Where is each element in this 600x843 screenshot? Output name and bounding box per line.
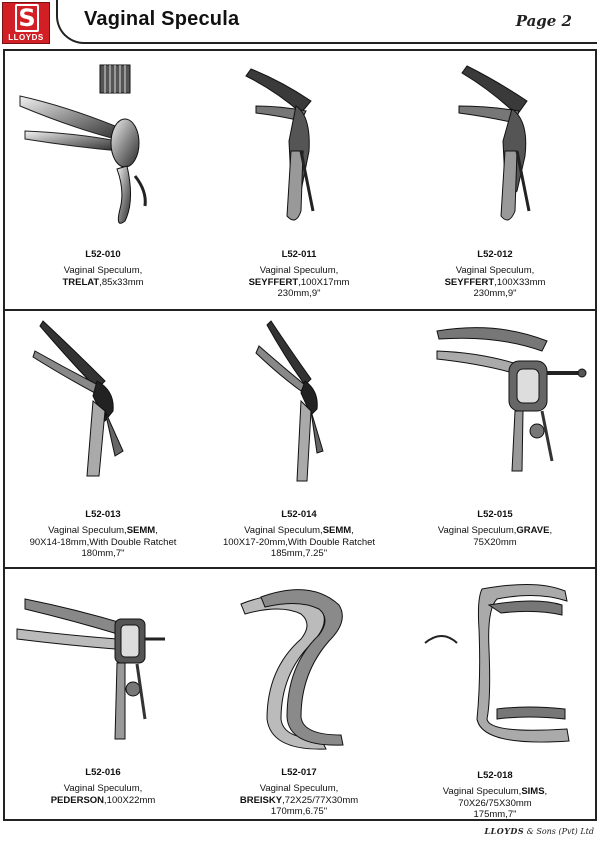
desc-line: SEYFFERT,100X33mm <box>397 277 593 289</box>
desc-line: Vaginal Speculum,SEMM, <box>201 525 397 537</box>
desc-line: 70X26/75X30mm <box>458 797 532 809</box>
desc-text: Vaginal Speculum, <box>442 786 522 797</box>
desc-line: 230mm,9" <box>277 288 321 299</box>
product-description: Vaginal Speculum, BREISKY,72X25/77X30mm … <box>201 783 397 818</box>
footer-brand: LLOYDS <box>484 826 525 836</box>
product-description: Vaginal Speculum,SEMM, 100X17-20mm,With … <box>201 525 397 560</box>
product-code: L52-018 <box>477 770 513 781</box>
product-spec: ,100X22mm <box>104 794 156 806</box>
product-name: SEMM <box>322 525 352 536</box>
product-code: L52-015 <box>477 509 513 520</box>
desc-line: Vaginal Speculum, <box>455 265 535 276</box>
seyffert-speculum-icon <box>201 51 397 241</box>
desc-line: Vaginal Speculum, <box>259 783 339 794</box>
desc-line: Vaginal Speculum, <box>63 783 143 794</box>
product-name: PEDERSON <box>50 794 105 806</box>
desc-line: 75X20mm <box>473 536 517 548</box>
product-description: Vaginal Speculum, PEDERSON,100X22mm <box>5 783 201 806</box>
desc-text: Vaginal Speculum, <box>244 525 323 536</box>
product-description: Vaginal Speculum,GRAVE, 75X20mm <box>397 525 593 548</box>
product-name: TRELAT <box>62 276 100 288</box>
product-spec: ,100X33mm <box>494 276 546 288</box>
product-name: BREISKY <box>239 794 283 806</box>
sims-speculum-icon <box>397 569 593 759</box>
product-card-l52-015[interactable]: L52-015 Vaginal Speculum,GRAVE, 75X20mm <box>397 311 593 566</box>
desc-line: Vaginal Speculum, <box>259 265 339 276</box>
semm-speculum-icon <box>5 311 201 501</box>
title-tab <box>56 0 597 44</box>
page-title: Vaginal Specula <box>84 8 240 30</box>
product-description: Vaginal Speculum,SEMM, 90X14-18mm,With D… <box>5 525 201 560</box>
trelat-speculum-icon <box>5 51 201 241</box>
desc-text: Vaginal Speculum, <box>437 525 517 536</box>
desc-line: BREISKY,72X25/77X30mm <box>201 795 397 807</box>
desc-text: , <box>351 525 354 536</box>
product-description: Vaginal Speculum, SEYFFERT,100X17mm 230m… <box>201 265 397 300</box>
product-code: L52-013 <box>85 509 121 520</box>
pederson-speculum-icon <box>5 569 201 759</box>
desc-line: Vaginal Speculum, <box>63 265 143 276</box>
desc-line: TRELAT,85x33mm <box>5 277 201 289</box>
product-name: SEYFFERT <box>248 276 299 288</box>
product-code: L52-014 <box>281 509 317 520</box>
page-header: S LLOYDS Vaginal Specula Page 2 <box>0 0 600 48</box>
product-code: L52-012 <box>477 249 513 260</box>
row-divider <box>5 309 595 311</box>
product-card-l52-011[interactable]: L52-011 Vaginal Speculum, SEYFFERT,100X1… <box>201 51 397 306</box>
seyffert-speculum-wide-icon <box>397 51 593 241</box>
product-code: L52-010 <box>85 249 121 260</box>
product-card-l52-018[interactable]: L52-018 Vaginal Speculum,SIMS, 70X26/75X… <box>397 569 593 824</box>
desc-line: 180mm,7" <box>81 548 125 559</box>
footer-company: LLOYDS & Sons (Pvt) Ltd <box>484 826 594 836</box>
product-description: Vaginal Speculum,SIMS, 70X26/75X30mm 175… <box>397 786 593 821</box>
desc-line: Vaginal Speculum,SIMS, <box>397 786 593 798</box>
product-code: L52-016 <box>85 767 121 778</box>
desc-line: Vaginal Speculum,SEMM, <box>5 525 201 537</box>
product-description: Vaginal Speculum, TRELAT,85x33mm <box>5 265 201 288</box>
product-code: L52-011 <box>281 249 317 260</box>
desc-line: 175mm,7" <box>473 809 517 820</box>
desc-text: , <box>549 525 553 536</box>
product-name: GRAVE <box>516 525 550 536</box>
desc-line: 90X14-18mm,With Double Ratchet <box>29 536 177 548</box>
product-name: SIMS <box>521 786 545 797</box>
footer-text: & Sons (Pvt) Ltd <box>524 827 594 836</box>
product-name: SEYFFERT <box>444 276 495 288</box>
product-card-l52-010[interactable]: L52-010 Vaginal Speculum, TRELAT,85x33mm <box>5 51 201 306</box>
desc-text: , <box>544 786 548 797</box>
product-spec: ,100X17mm <box>298 276 350 288</box>
product-card-l52-012[interactable]: L52-012 Vaginal Speculum, SEYFFERT,100X3… <box>397 51 593 306</box>
desc-line: 185mm,7.25" <box>270 548 328 559</box>
breisky-speculum-icon <box>201 569 397 759</box>
desc-line: 100X17-20mm,With Double Ratchet <box>222 536 376 548</box>
desc-line: SEYFFERT,100X17mm <box>201 277 397 289</box>
desc-line: Vaginal Speculum,GRAVE, <box>397 525 593 537</box>
grave-speculum-icon <box>397 311 593 501</box>
product-card-l52-014[interactable]: L52-014 Vaginal Speculum,SEMM, 100X17-20… <box>201 311 397 566</box>
desc-text: Vaginal Speculum, <box>48 525 127 536</box>
product-code: L52-017 <box>281 767 317 778</box>
product-card-l52-016[interactable]: L52-016 Vaginal Speculum, PEDERSON,100X2… <box>5 569 201 824</box>
desc-line: PEDERSON,100X22mm <box>5 795 201 807</box>
desc-line: 230mm,9" <box>473 288 517 299</box>
product-spec: ,72X25/77X30mm <box>282 794 359 806</box>
logo-letter: S <box>15 4 39 32</box>
desc-line: 170mm,6.75" <box>270 806 328 817</box>
desc-text: , <box>155 525 158 536</box>
semm-speculum-long-icon <box>201 311 397 501</box>
row-divider <box>5 567 595 569</box>
product-spec: ,85x33mm <box>99 276 144 288</box>
product-name: SEMM <box>126 525 156 536</box>
lloyds-logo: S LLOYDS <box>2 2 50 44</box>
page-number: Page 2 <box>515 12 572 30</box>
product-description: Vaginal Speculum, SEYFFERT,100X33mm 230m… <box>397 265 593 300</box>
catalog-frame: L52-010 Vaginal Speculum, TRELAT,85x33mm… <box>3 49 597 821</box>
product-card-l52-013[interactable]: L52-013 Vaginal Speculum,SEMM, 90X14-18m… <box>5 311 201 566</box>
product-card-l52-017[interactable]: L52-017 Vaginal Speculum, BREISKY,72X25/… <box>201 569 397 824</box>
logo-text: LLOYDS <box>8 33 44 42</box>
